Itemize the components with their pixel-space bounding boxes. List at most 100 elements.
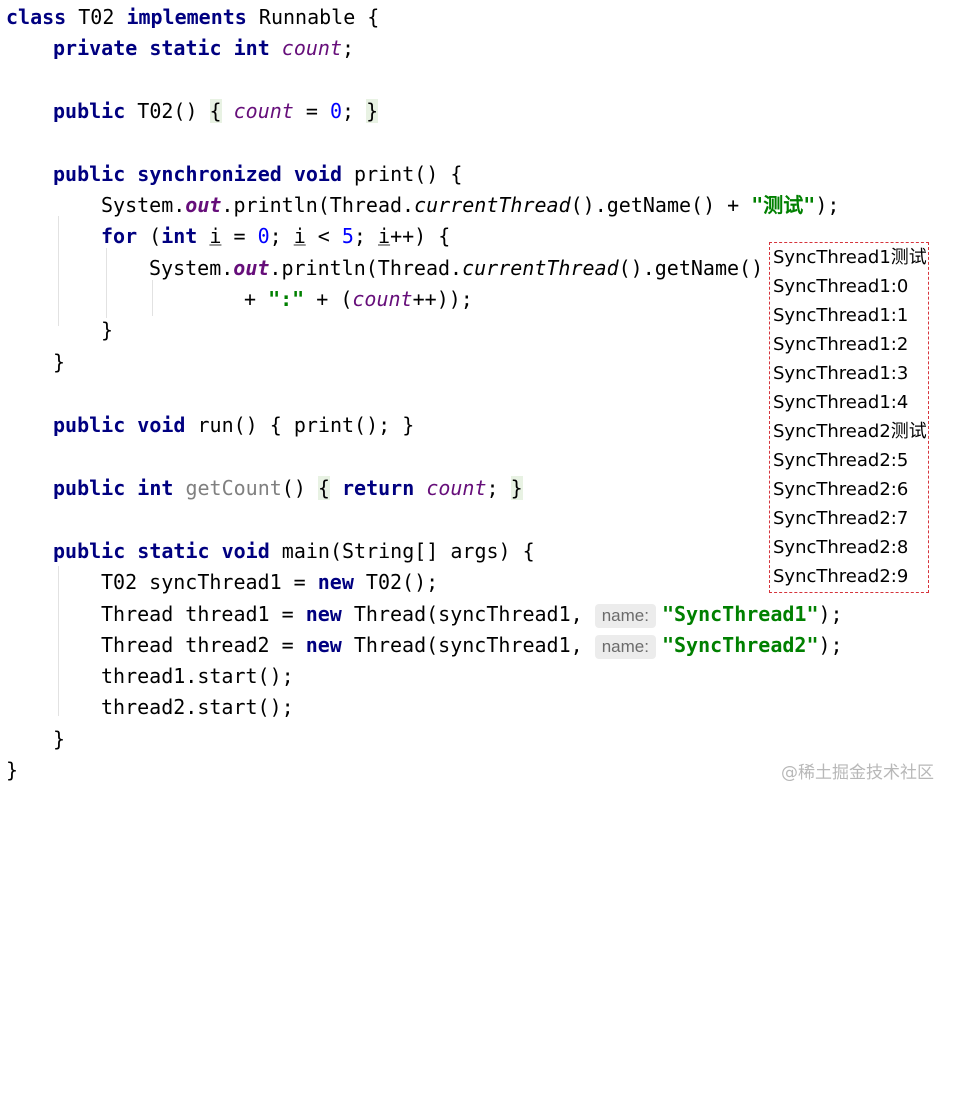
string-literal: ":" <box>268 287 305 311</box>
method-body: run() { print(); } <box>185 413 415 437</box>
field-modifiers: private static int <box>53 36 270 60</box>
field-count: count <box>426 476 487 500</box>
method-call: .println(Thread. <box>221 193 415 217</box>
paren: () <box>281 476 318 500</box>
keyword-int: int <box>161 224 198 248</box>
semicolon: ; <box>342 99 367 123</box>
code-line: thread1.start(); <box>101 661 294 691</box>
method-signature: main(String[] args) { <box>269 539 535 563</box>
indent-guide <box>58 216 59 326</box>
code-line: public void run() { print(); } <box>53 410 414 440</box>
system-class: System. <box>101 193 186 217</box>
constructor-signature: T02() <box>125 99 210 123</box>
system-class: System. <box>149 256 234 280</box>
closing-brace: } <box>53 727 66 751</box>
keyword-implements: implements <box>126 5 247 29</box>
string-literal: "SyncThread1" <box>661 602 819 626</box>
code-line: private static int count; <box>53 33 354 63</box>
operator: = <box>221 224 258 248</box>
field-count: count <box>281 36 343 60</box>
loop-variable: i <box>293 224 306 248</box>
string-literal: "测试" <box>751 193 816 217</box>
space <box>330 476 342 500</box>
semicolon: ; <box>486 476 511 500</box>
console-line: SyncThread2:7 <box>773 508 909 529</box>
variable-declaration: Thread thread2 = <box>101 633 306 657</box>
console-line: SyncThread2:8 <box>773 537 909 558</box>
method-signature: print() { <box>341 162 463 186</box>
method-call: thread2.start(); <box>101 695 294 719</box>
watermark: @稀土掘金技术社区 <box>781 763 934 783</box>
code-line: System.out.println(Thread.currentThread(… <box>101 190 839 220</box>
closing-paren: ); <box>815 193 840 217</box>
console-line: SyncThread2:6 <box>773 479 909 500</box>
console-line: SyncThread2:5 <box>773 450 909 471</box>
method-call: thread1.start(); <box>101 664 294 688</box>
folded-brace[interactable]: } <box>510 476 523 500</box>
operator: = <box>293 99 330 123</box>
operator: + <box>244 287 269 311</box>
number-literal: 0 <box>329 99 343 123</box>
code-line: thread2.start(); <box>101 692 294 722</box>
variable-declaration: T02 syncThread1 = <box>101 570 318 594</box>
folded-brace[interactable]: { <box>317 476 330 500</box>
closing-brace: } <box>53 350 66 374</box>
constructor-call: T02(); <box>353 570 439 594</box>
keyword-class: class <box>6 5 67 29</box>
folded-brace[interactable]: } <box>366 99 379 123</box>
code-line: Thread thread1 = new Thread(syncThread1,… <box>101 599 843 629</box>
string-literal: "SyncThread2" <box>661 633 819 657</box>
code-line: } <box>6 755 18 785</box>
closing-paren: ++)); <box>412 287 473 311</box>
static-field-out: out <box>185 193 222 217</box>
space <box>222 99 234 123</box>
constructor-call: Thread(syncThread1, <box>341 633 595 657</box>
field-count: count <box>233 99 294 123</box>
code-line: public static void main(String[] args) { <box>53 536 535 566</box>
code-editor[interactable]: class T02 implements Runnable { private … <box>6 0 843 1104</box>
variable-declaration: Thread thread1 = <box>101 602 306 626</box>
keyword-return: return <box>342 476 415 500</box>
keyword-new: new <box>317 570 354 594</box>
semicolon: ; <box>353 224 379 248</box>
code-line: } <box>53 724 65 754</box>
space <box>197 224 209 248</box>
paren: ( <box>137 224 162 248</box>
code-line: class T02 implements Runnable { <box>6 2 379 32</box>
code-line: public T02() { count = 0; } <box>53 96 379 126</box>
method-call: ().getName() + <box>570 193 752 217</box>
field-count: count <box>352 287 413 311</box>
static-method: currentThread <box>414 193 571 217</box>
code-line: } <box>101 315 113 345</box>
keyword-new: new <box>305 602 342 626</box>
closing-paren: ); <box>818 602 843 626</box>
unused-method-name: getCount <box>185 476 282 500</box>
space <box>173 476 185 500</box>
keyword-for: for <box>101 224 138 248</box>
indent-guide <box>58 566 59 716</box>
semicolon: ; <box>342 36 355 60</box>
console-line: SyncThread2:9 <box>773 566 909 587</box>
static-field-out: out <box>233 256 270 280</box>
code-line: public int getCount() { return count; } <box>53 473 523 503</box>
console-line: SyncThread2测试 <box>773 421 927 442</box>
method-modifiers: public static void <box>53 539 270 563</box>
method-modifiers: public void <box>53 413 186 437</box>
parameter-hint: name: <box>594 635 656 659</box>
interface-name: Runnable { <box>246 5 380 29</box>
loop-tail: ++) { <box>390 224 451 248</box>
parameter-hint: name: <box>594 604 656 628</box>
code-line: for (int i = 0; i < 5; i++) { <box>101 221 450 251</box>
static-method: currentThread <box>462 256 619 280</box>
code-line: T02 syncThread1 = new T02(); <box>101 567 438 597</box>
closing-brace: } <box>101 318 114 342</box>
method-modifiers: public int <box>53 476 174 500</box>
closing-paren: ); <box>818 633 843 657</box>
console-line: SyncThread1:4 <box>773 392 909 413</box>
folded-brace[interactable]: { <box>209 99 222 123</box>
console-line: SyncThread1:2 <box>773 334 909 355</box>
method-modifiers: public synchronized void <box>53 162 342 186</box>
operator: + ( <box>304 287 353 311</box>
code-line: } <box>53 347 65 377</box>
code-line: + ":" + (count++)); <box>244 284 473 314</box>
